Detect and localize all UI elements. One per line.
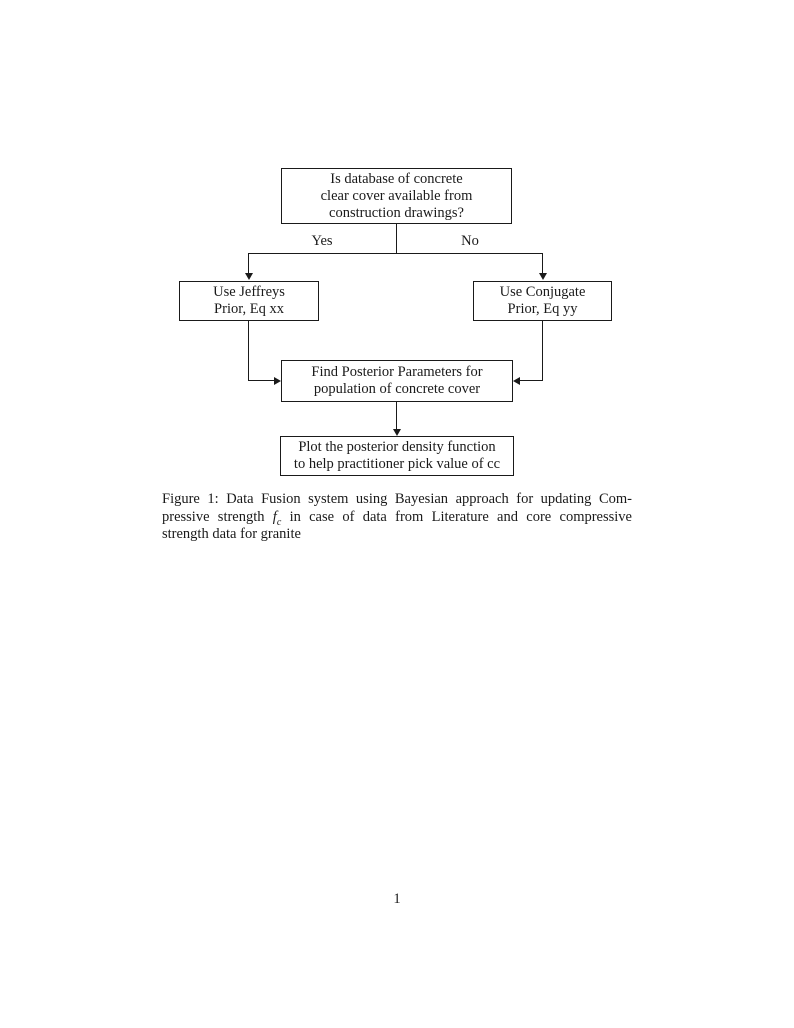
posterior-parameters-box-line: Find Posterior Parameters for — [311, 364, 483, 380]
plot-density-box-line: to help practitioner pick value of cc — [293, 456, 501, 472]
jeffreys-connector-horizontal — [248, 380, 275, 381]
yes-branch-label: Yes — [311, 233, 333, 249]
math-fc-symbol: f — [272, 508, 277, 525]
posterior-connector-vertical — [396, 402, 397, 430]
branch-line — [248, 253, 543, 254]
conjugate-connector-horizontal — [519, 380, 543, 381]
conjugate-prior-box-line: Prior, Eq yy — [507, 301, 578, 317]
figure-caption-line: Figure 1: Data Fusion system using Bayes… — [162, 491, 632, 507]
jeffreys-prior-box-line: Prior, Eq xx — [214, 301, 284, 317]
no-branch-label: No — [461, 233, 479, 249]
figure-caption-text: pressive strength — [162, 508, 273, 525]
yes-arrowhead-icon — [245, 273, 253, 280]
jeffreys-prior-box: Use Jeffreys Prior, Eq xx — [179, 281, 319, 321]
jeffreys-arrowhead-icon — [274, 377, 281, 385]
posterior-arrowhead-icon — [393, 429, 401, 436]
math-fc-subscript: c — [276, 516, 282, 528]
conjugate-connector-vertical — [542, 321, 543, 381]
decision-box-line: clear cover available from — [320, 187, 473, 204]
figure-caption-line: pressive strength fc in case of data fro… — [162, 509, 632, 527]
no-arrowhead-icon — [539, 273, 547, 280]
posterior-parameters-box-line: population of concrete cover — [313, 381, 481, 397]
figure-caption-text: in case of data from Literature and core… — [281, 508, 632, 525]
decision-box-line: Is database of concrete — [330, 170, 463, 187]
no-branch-line — [542, 253, 543, 274]
yes-branch-line — [248, 253, 249, 274]
decision-stem-line — [396, 224, 397, 253]
page-number: 1 — [393, 891, 401, 907]
plot-density-box: Plot the posterior density function to h… — [280, 436, 514, 476]
figure-caption: Figure 1: Data Fusion system using Bayes… — [162, 491, 632, 544]
figure-caption-line: strength data for granite — [162, 526, 301, 542]
conjugate-prior-box-line: Use Conjugate — [499, 284, 586, 300]
jeffreys-prior-box-line: Use Jeffreys — [213, 284, 285, 300]
decision-box: Is database of concrete clear cover avai… — [281, 168, 512, 224]
jeffreys-connector-vertical — [248, 321, 249, 381]
plot-density-box-line: Plot the posterior density function — [298, 439, 496, 455]
posterior-parameters-box: Find Posterior Parameters for population… — [281, 360, 513, 402]
conjugate-prior-box: Use Conjugate Prior, Eq yy — [473, 281, 612, 321]
decision-box-line: construction drawings? — [329, 204, 464, 221]
conjugate-arrowhead-icon — [513, 377, 520, 385]
